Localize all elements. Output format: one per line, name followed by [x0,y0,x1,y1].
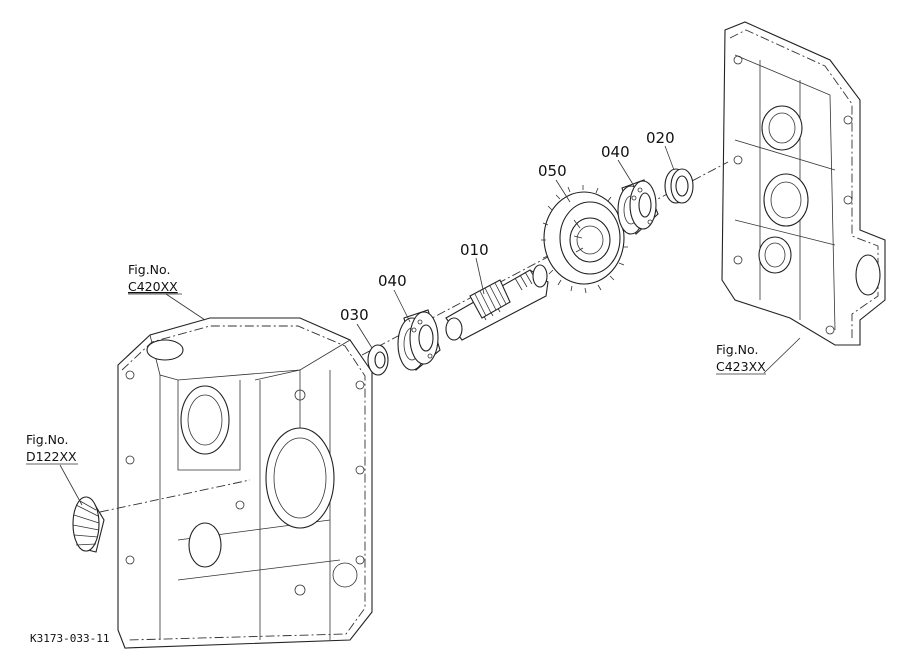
leader-fig-c420 [165,293,206,321]
shaft-010 [445,264,549,341]
oil-seal-020 [664,168,694,204]
fig-ref-c420-prefix: Fig.No. [128,262,170,277]
leader-fig-d122 [59,464,83,506]
fig-ref-d122-prefix: Fig.No. [26,432,68,447]
leader-040-left [393,289,411,323]
part-label-030: 030 [340,306,369,324]
part-label-050: 050 [538,162,567,180]
leader-050 [555,179,571,203]
leader-fig-c423 [763,337,801,374]
leader-030 [356,323,373,349]
thrust-washer-030 [367,344,389,376]
gear-050 [541,185,628,294]
bevel-gear-axis-line [99,479,251,513]
part-label-040-left: 040 [378,272,407,290]
fig-ref-d122-code: D122XX [26,449,77,464]
ball-bearing-040-right [617,179,659,235]
leader-010 [475,257,485,295]
bevel-gear [72,496,105,553]
fig-ref-c420-code: C420XX [128,279,178,294]
front-transmission-case [117,317,373,649]
diagram-code: K3173-033-11 [30,632,109,645]
fig-ref-c423-prefix: Fig.No. [716,342,758,357]
part-label-040-right: 040 [601,143,630,161]
part-label-020: 020 [646,129,675,147]
leader-040-right [617,159,635,187]
rear-transmission-cover [721,21,886,346]
ball-bearing-040-left [397,309,441,371]
fig-ref-c423-code: C423XX [716,359,766,374]
part-label-010: 010 [460,241,489,259]
leader-020 [664,145,675,171]
